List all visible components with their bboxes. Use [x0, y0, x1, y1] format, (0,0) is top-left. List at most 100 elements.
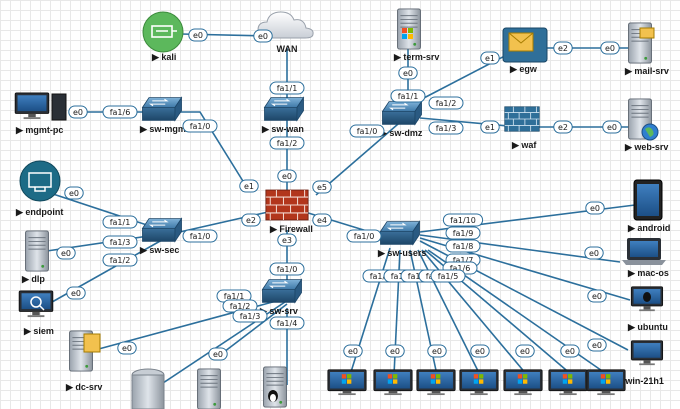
svg-text:fa1/0: fa1/0 — [190, 232, 211, 241]
switch-icon — [379, 221, 421, 245]
node-label-mail-srv: ▶ mail-srv — [624, 66, 669, 76]
port-fw-e1: e1 — [239, 179, 259, 193]
port-swdmz-fa10: fa1/0 — [349, 124, 385, 138]
svg-text:e0: e0 — [348, 347, 358, 356]
user-pc-5[interactable] — [503, 369, 543, 396]
port-swsec-fa13: fa1/3 — [102, 235, 138, 249]
port-macos-e0: e0 — [584, 246, 604, 260]
user-pc-3[interactable] — [416, 369, 456, 396]
linux-server-node[interactable] — [263, 366, 287, 408]
wan-cloud[interactable] — [257, 11, 314, 39]
node-label-ubuntu: ▶ ubuntu — [627, 322, 668, 332]
db-server-node[interactable] — [131, 368, 165, 409]
svg-text:fa1/2: fa1/2 — [277, 139, 298, 148]
port-egw-e2: e2 — [553, 41, 573, 55]
endpoint-icon — [19, 160, 61, 202]
mgmt-pc-node[interactable] — [14, 92, 67, 121]
svg-text:fa1/0: fa1/0 — [190, 122, 211, 131]
port-fw-e2: e2 — [241, 213, 261, 227]
svg-text:e4: e4 — [317, 216, 327, 225]
windows-pc-icon — [503, 369, 543, 396]
svg-text:e0: e0 — [605, 44, 615, 53]
siem-node[interactable] — [18, 290, 54, 318]
switch-icon — [261, 279, 303, 303]
windows-pc-icon — [327, 369, 367, 396]
svg-text:e0: e0 — [61, 249, 71, 258]
port-swmgmt-fa10: fa1/0 — [182, 119, 218, 133]
svg-text:e0: e0 — [592, 341, 602, 350]
port-term-e0: e0 — [398, 66, 418, 80]
user-pc-7[interactable] — [586, 369, 626, 396]
node-label-mgmt-pc: ▶ mgmt-pc — [15, 125, 63, 135]
svg-text:e0: e0 — [193, 31, 203, 40]
port-fw-e5: e5 — [312, 180, 332, 194]
node-label-term-srv: ▶ term-srv — [393, 52, 439, 62]
switch-sw-dmz[interactable] — [381, 101, 423, 125]
svg-text:fa1/1: fa1/1 — [224, 292, 245, 301]
cloud-icon — [257, 11, 314, 39]
port-swsrv-fa12: fa1/2 — [222, 299, 258, 313]
node-label-dc-srv: ▶ dc-srv — [65, 382, 102, 392]
svg-text:e0: e0 — [282, 172, 292, 181]
link-10 — [49, 192, 163, 231]
svg-text:fa1/0: fa1/0 — [357, 127, 378, 136]
monitor-icon — [630, 340, 664, 366]
port-siem-e0: e0 — [66, 286, 86, 300]
port-mgmtpc-e0: e0 — [68, 105, 88, 119]
dlp-node[interactable] — [25, 230, 49, 272]
mac-os-node[interactable] — [622, 238, 666, 265]
port-swsrv-fa13: fa1/3 — [232, 309, 268, 323]
svg-text:e0: e0 — [589, 249, 599, 258]
waf-node[interactable] — [504, 106, 540, 132]
linux-tux-icon — [643, 292, 651, 302]
user-pc-6[interactable] — [548, 369, 588, 396]
firewall-icon — [265, 189, 309, 221]
port-swmgmt-fa16: fa1/6 — [102, 105, 138, 119]
app-server-node[interactable] — [197, 368, 221, 409]
svg-text:e1: e1 — [485, 123, 495, 132]
firewall-node[interactable] — [265, 189, 309, 221]
egw-node[interactable] — [502, 27, 548, 63]
user-pc-1[interactable] — [327, 369, 367, 396]
switch-sw-users[interactable] — [379, 221, 421, 245]
server-icon — [197, 368, 221, 409]
port-swusers-fa10: fa1/0 — [346, 229, 382, 243]
node-label-mac-os: ▶ mac-os — [627, 268, 669, 278]
user-pc-2[interactable] — [373, 369, 413, 396]
envelope-icon — [639, 27, 655, 39]
port-kali-e0: e0 — [188, 28, 208, 42]
user-pc-4[interactable] — [459, 369, 499, 396]
port-fw-e4: e4 — [312, 213, 332, 227]
kali-node[interactable] — [142, 11, 184, 53]
node-label-sw-sec: ▶ sw-sec — [139, 245, 179, 255]
endpoint-node[interactable] — [19, 160, 61, 202]
monitor-icon — [14, 92, 50, 120]
svg-text:fa1/3: fa1/3 — [110, 238, 131, 247]
kali-icon — [142, 11, 184, 53]
svg-text:e1: e1 — [485, 54, 495, 63]
port-pc1-e0: e0 — [343, 344, 363, 358]
port-swusers-fa19: fa1/9 — [445, 226, 481, 240]
svg-text:fa1/6: fa1/6 — [110, 108, 131, 117]
android-node[interactable] — [633, 179, 663, 221]
svg-text:e0: e0 — [71, 289, 81, 298]
port-fw-e0: e0 — [277, 169, 297, 183]
dc-srv-node[interactable] — [69, 330, 101, 372]
switch-sw-mgmt[interactable] — [141, 97, 183, 121]
link-7 — [419, 117, 521, 128]
port-egw-e1: e1 — [480, 51, 500, 65]
win-21h1-node[interactable] — [630, 340, 664, 366]
svg-text:fa1/8: fa1/8 — [453, 242, 474, 251]
ubuntu-node[interactable] — [630, 286, 664, 312]
switch-sw-sec[interactable] — [141, 218, 183, 242]
svg-text:e0: e0 — [390, 347, 400, 356]
node-label-win-21h1: ▶ win-21h1 — [615, 376, 664, 386]
svg-text:fa1/5: fa1/5 — [438, 272, 459, 281]
node-label-sw-srv: ▶ sw-srv — [259, 306, 298, 316]
switch-sw-srv[interactable] — [261, 279, 303, 303]
switch-sw-wan[interactable] — [263, 97, 305, 121]
switch-icon — [381, 101, 423, 125]
port-swdmz-fa11: fa1/1 — [390, 89, 426, 103]
node-label-sw-users: ▶ sw-users — [377, 248, 426, 258]
